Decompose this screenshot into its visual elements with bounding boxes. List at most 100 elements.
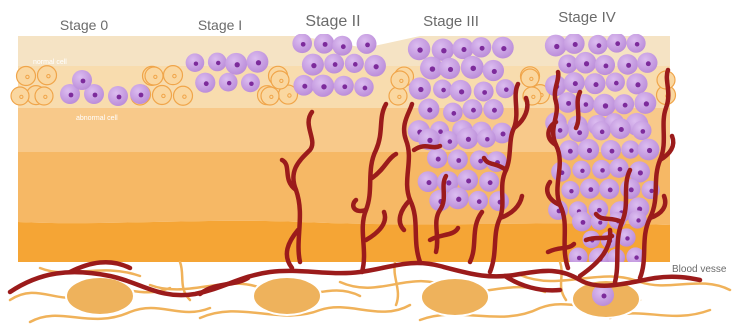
stage-3-title: Stage III	[423, 13, 479, 30]
abnormal-cell	[409, 77, 431, 99]
abnormal-cell	[557, 92, 578, 113]
abnormal-cell	[578, 139, 599, 160]
abnormal-cell	[569, 248, 588, 267]
lymph-nodes	[66, 277, 640, 318]
normal-cell-label: normal cell	[33, 59, 67, 66]
normal-cell	[389, 87, 407, 105]
abnormal-cell	[186, 53, 205, 72]
abnormal-cell	[219, 73, 238, 92]
abnormal-cell	[584, 73, 605, 94]
abnormal-cell	[626, 73, 647, 94]
abnormal-cell	[461, 56, 484, 79]
abnormal-cell	[457, 128, 479, 150]
abnormal-cell	[637, 53, 657, 73]
normal-cell	[271, 71, 289, 89]
abnormal-cell	[357, 34, 377, 54]
abnormal-cell	[241, 73, 260, 92]
abnormal-cell	[601, 140, 621, 160]
abnormal-cell	[408, 38, 430, 60]
abnormal-cell	[595, 55, 615, 75]
abnormal-cell	[561, 181, 579, 199]
normal-cell	[164, 66, 183, 85]
abnormal-cell	[247, 51, 269, 73]
abnormal-cell-label: abnormal cell	[76, 115, 118, 122]
abnormal-cell	[457, 170, 478, 191]
normal-cell	[145, 67, 163, 85]
abnormal-cell	[314, 33, 334, 53]
abnormal-cell	[225, 53, 247, 75]
stage-titles: Stage 0 Stage I Stage II Stage III Stage…	[60, 9, 616, 33]
normal-cell	[17, 66, 36, 85]
abnormal-cell	[558, 54, 577, 73]
abnormal-cell	[293, 75, 314, 96]
abnormal-cell	[448, 149, 468, 169]
normal-cell	[521, 69, 539, 87]
abnormal-cell	[628, 210, 646, 228]
normal-cell	[174, 86, 193, 105]
abnormal-cell	[617, 54, 638, 75]
normal-cell	[391, 71, 409, 89]
normal-cell	[261, 87, 279, 105]
normal-cell	[38, 66, 57, 85]
abnormal-cell	[632, 121, 651, 140]
abnormal-cell	[427, 148, 447, 168]
abnormal-cell	[489, 191, 509, 211]
lymph-node	[421, 278, 489, 316]
abnormal-cell	[593, 94, 615, 116]
abnormal-cell	[545, 35, 567, 57]
abnormal-cell	[130, 84, 150, 104]
abnormal-cell	[564, 33, 585, 54]
normal-cell	[11, 87, 29, 105]
abnormal-cell	[108, 86, 128, 106]
abnormal-cell	[634, 92, 656, 114]
abnormal-cell	[72, 70, 92, 90]
abnormal-cell	[292, 34, 312, 54]
abnormal-cell	[450, 80, 472, 102]
abnormal-cell	[592, 160, 611, 179]
normal-cell	[153, 86, 172, 105]
stage-1-title: Stage I	[198, 17, 242, 33]
abnormal-cell	[332, 36, 352, 56]
stage-0-title: Stage 0	[60, 17, 108, 33]
abnormal-cell	[483, 99, 503, 119]
abnormal-cell	[620, 179, 640, 199]
abnormal-cell	[564, 72, 585, 93]
abnormal-cell	[479, 172, 499, 192]
abnormal-cell	[572, 161, 590, 179]
abnormal-cell	[575, 52, 597, 74]
abnormal-cell	[580, 179, 600, 199]
abnormal-cell	[610, 118, 631, 139]
abnormal-cell	[433, 80, 452, 99]
abnormal-cell	[354, 77, 374, 97]
abnormal-cell	[572, 211, 592, 231]
abnormal-cell	[334, 76, 354, 96]
abnormal-cell	[592, 121, 611, 140]
abnormal-cell	[439, 131, 458, 150]
abnormal-cell	[462, 99, 482, 119]
abnormal-cell	[195, 73, 215, 93]
abnormal-cell	[474, 82, 494, 102]
abnormal-cell	[588, 35, 608, 55]
abnormal-cell	[492, 37, 514, 59]
abnormal-cell	[614, 94, 634, 114]
lymph-node	[66, 277, 134, 315]
abnormal-cell	[477, 129, 496, 148]
normal-cell	[35, 87, 53, 105]
abnormal-cell	[439, 58, 460, 79]
abnormal-cell	[447, 187, 469, 209]
abnormal-cell	[208, 53, 227, 72]
abnormal-cell	[324, 54, 344, 74]
abnormal-cell	[471, 37, 491, 57]
abnormal-cell	[443, 103, 463, 123]
abnormal-cell	[312, 75, 334, 97]
stage-4-title: Stage IV	[558, 9, 616, 26]
abnormal-cell	[418, 171, 439, 192]
abnormal-cell	[302, 54, 324, 76]
stage-2-title: Stage II	[305, 13, 360, 30]
abnormal-cell	[468, 191, 488, 211]
abnormal-cell	[418, 99, 439, 120]
abnormal-cell	[638, 139, 660, 161]
lymph-node	[253, 277, 321, 315]
abnormal-cell	[559, 140, 579, 160]
